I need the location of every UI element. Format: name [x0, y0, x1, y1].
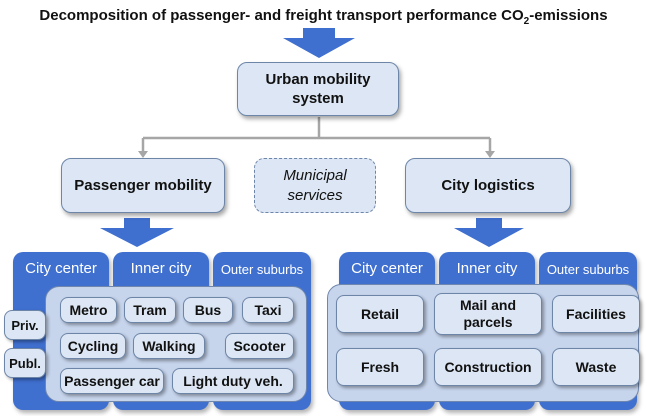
mode-tram: Tram — [124, 297, 176, 323]
public-label: Publ. — [4, 348, 46, 378]
tree-connector — [141, 117, 492, 152]
mode-passenger-car: Passenger car — [60, 368, 164, 394]
category-waste: Waste — [552, 348, 640, 386]
category-construction: Construction — [434, 348, 542, 386]
mode-cycling: Cycling — [60, 333, 126, 359]
mode-bus: Bus — [183, 297, 233, 323]
mode-light-duty-vehicle: Light duty veh. — [172, 368, 294, 394]
category-fresh: Fresh — [336, 348, 424, 386]
category-retail: Retail — [336, 295, 424, 333]
node-label: system — [292, 90, 344, 107]
private-label: Priv. — [4, 310, 46, 340]
passenger-mobility-node: Passenger mobility — [61, 158, 225, 213]
category-facilities: Facilities — [552, 295, 640, 333]
city-logistics-node: City logistics — [405, 158, 571, 213]
left-connector-arrowhead — [138, 151, 148, 158]
right-connector-arrowhead — [485, 151, 495, 158]
logistics-down-arrow — [454, 218, 524, 247]
node-label: Urban mobility — [265, 70, 371, 88]
mode-taxi: Taxi — [242, 297, 294, 323]
mode-metro: Metro — [60, 297, 117, 323]
passenger-down-arrow — [100, 218, 174, 247]
mode-walking: Walking — [133, 333, 205, 359]
category-mail-and-parcels: Mail and parcels — [434, 293, 542, 335]
urban-mobility-system-node: Urban mobility system — [237, 62, 399, 116]
mode-scooter: Scooter — [225, 333, 294, 359]
diagram-title: Decomposition of passenger- and freight … — [39, 7, 608, 27]
municipal-services-node: Municipal services — [254, 158, 376, 213]
top-down-arrow — [283, 28, 355, 58]
